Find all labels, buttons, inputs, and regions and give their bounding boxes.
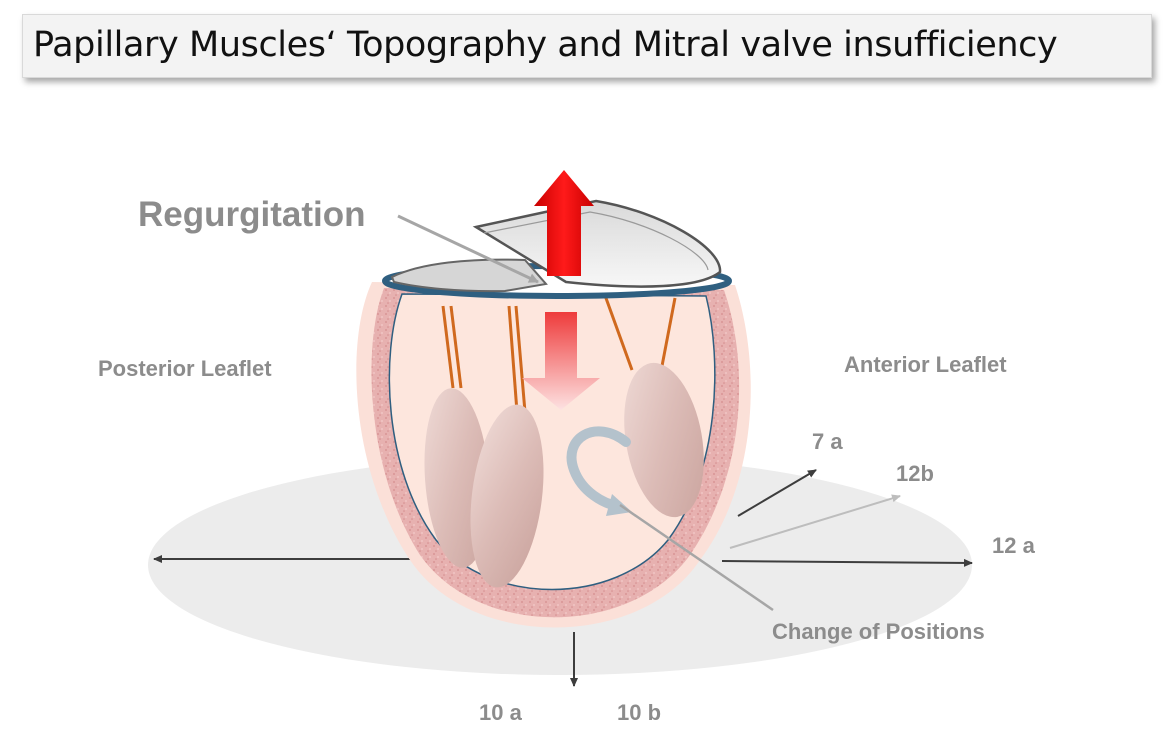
axis-7a-arrow bbox=[737, 469, 817, 517]
change-of-positions-pointer bbox=[619, 503, 774, 612]
forward-flow-arrow bbox=[522, 312, 600, 410]
label-12a: 12 a bbox=[992, 533, 1036, 558]
slide-title: Papillary Muscles‘ Topography and Mitral… bbox=[33, 25, 1058, 65]
label-12b: 12b bbox=[896, 461, 934, 486]
regurgitation-label: Regurgitation bbox=[138, 195, 365, 234]
regurgitation-pointer bbox=[397, 214, 539, 284]
change-of-positions-label: Change of Positions bbox=[772, 619, 985, 644]
title-box: Papillary Muscles‘ Topography and Mitral… bbox=[22, 14, 1152, 78]
label-10a: 10 a bbox=[479, 700, 523, 725]
regurgitation-arrow bbox=[534, 170, 594, 276]
posterior-leaflet-label: Posterior Leaflet bbox=[98, 356, 272, 381]
papillary-muscle-anterior bbox=[624, 362, 704, 518]
papillary-muscle-posterior-2 bbox=[470, 404, 544, 588]
rotation-arrow bbox=[566, 426, 631, 511]
anterior-leaflet-label: Anterior Leaflet bbox=[844, 352, 1007, 377]
label-10b: 10 b bbox=[617, 700, 661, 725]
axis-12a-arrow bbox=[721, 558, 973, 567]
label-7a: 7 a bbox=[812, 429, 843, 454]
axis-12b-arrow bbox=[729, 494, 901, 549]
